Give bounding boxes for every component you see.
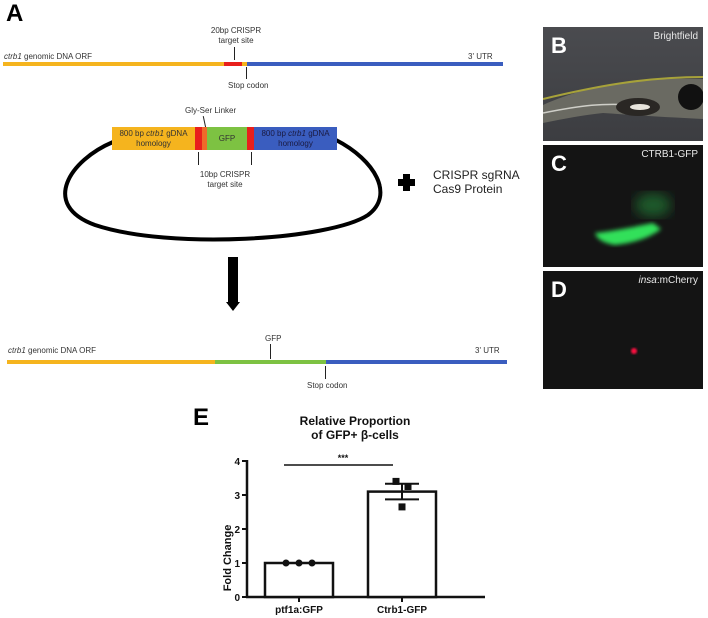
bottom-gfp-label: GFP: [265, 334, 282, 343]
linker-label: Gly-Ser Linker: [185, 106, 237, 115]
plus-icon: [398, 174, 415, 191]
larva-silhouette: [543, 76, 703, 123]
data-point: [308, 559, 316, 567]
top-orf-segment: [3, 62, 224, 66]
top-stop-segment: [242, 62, 247, 66]
x-tick-label: ptf1a:GFP: [275, 605, 323, 616]
plasmid-crispr-label: 10bp CRISPR target site: [199, 170, 251, 189]
bottom-utr-segment: [326, 360, 507, 364]
top-utr-label: 3' UTR: [468, 52, 493, 61]
bar-chart: 0 1 2 3 4 ptf1a:GFP Ctrb1-GFP Fold Change ***: [222, 453, 485, 616]
panel-c-label: CTRB1-GFP: [641, 149, 698, 160]
panel-a-letter: A: [6, 0, 24, 27]
bottom-utr-label: 3' UTR: [475, 346, 500, 355]
down-arrow-shaft: [228, 257, 238, 303]
bottom-orf-label: ctrb1 genomic DNA ORF: [8, 346, 97, 355]
data-point: [392, 477, 400, 485]
chart-title: Relative Proportion of GFP+ β-cells: [299, 414, 411, 442]
top-crispr-segment: [224, 62, 242, 66]
panel-c-letter: C: [551, 151, 567, 176]
data-point: [282, 559, 290, 567]
panel-b-label: Brightfield: [653, 31, 698, 42]
y-tick-label: 3: [234, 491, 240, 502]
top-crispr-label: 20bp CRISPR target site: [210, 26, 262, 45]
gfp-segment: GFP: [207, 127, 247, 150]
panel-d-label: insa:mCherry: [638, 275, 698, 286]
bottom-orf-segment: [7, 360, 215, 364]
bar-ptf1a-gfp: [263, 561, 335, 599]
panel-c-gfp-image: C CTRB1-GFP: [543, 145, 703, 267]
left-crispr-site: [195, 127, 202, 150]
gfp-signal: [595, 193, 671, 245]
y-tick-label: 1: [234, 559, 240, 570]
right-crispr-site: [247, 127, 254, 150]
plasmid-ring: [63, 138, 383, 242]
plasmid-crispr-arrow-left: [198, 152, 199, 165]
data-point: [295, 559, 303, 567]
crispr-reagents-label: CRISPR sgRNA Cas9 Protein: [433, 168, 520, 196]
top-orf-label: ctrb1 genomic DNA ORF: [4, 52, 93, 61]
mcherry-signal: [631, 348, 637, 354]
panel-d-mcherry-image: D insa:mCherry: [543, 271, 703, 389]
top-utr-segment: [247, 62, 503, 66]
plasmid-crispr-arrow-right: [251, 152, 252, 165]
data-point: [398, 503, 406, 511]
panel-b-letter: B: [551, 33, 567, 58]
gly-ser-linker: [202, 127, 207, 150]
significance-label: ***: [338, 453, 349, 463]
panel-d-letter: D: [551, 277, 567, 302]
data-point: [404, 483, 412, 490]
top-crispr-arrow: [234, 47, 235, 60]
x-tick-label: Ctrb1-GFP: [377, 605, 427, 616]
top-stop-label: Stop codon: [228, 81, 269, 90]
y-tick-label: 4: [234, 457, 240, 468]
bottom-stop-label: Stop codon: [307, 381, 348, 390]
y-tick-label: 2: [234, 525, 240, 536]
panel-b-brightfield-image: B Brightfield: [543, 27, 703, 141]
bottom-gfp-segment: [215, 360, 326, 364]
down-arrow-icon: [226, 302, 240, 311]
top-stop-arrow: [246, 67, 247, 79]
y-axis-label: Fold Change: [222, 525, 234, 592]
y-tick-label: 0: [234, 593, 240, 604]
bottom-stop-arrow: [325, 366, 326, 379]
bottom-gfp-arrow: [270, 344, 271, 359]
panel-e-letter: E: [193, 404, 210, 431]
